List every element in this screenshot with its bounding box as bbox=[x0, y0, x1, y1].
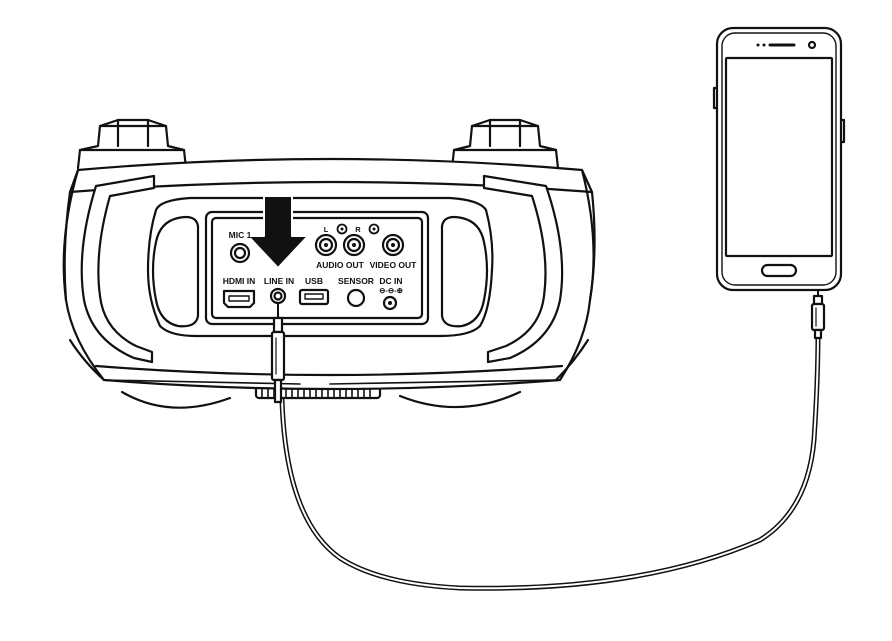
mic1-jack bbox=[229, 242, 251, 264]
label-line-in: LINE IN bbox=[264, 276, 294, 286]
right-foot bbox=[398, 390, 522, 409]
label-audio-out: AUDIO OUT bbox=[316, 260, 365, 270]
down-arrow-icon bbox=[247, 195, 309, 269]
video-out-jack bbox=[381, 233, 405, 257]
speaker-device bbox=[62, 118, 596, 409]
label-video-out: VIDEO OUT bbox=[370, 260, 418, 270]
label-hdmi-in: HDMI IN bbox=[223, 276, 256, 286]
left-knob bbox=[76, 118, 188, 170]
label-usb: USB bbox=[305, 276, 323, 286]
right-oval bbox=[440, 215, 489, 328]
aux-cable bbox=[270, 289, 826, 591]
label-dc-in: DC IN bbox=[379, 276, 402, 286]
right-side-bracket bbox=[482, 174, 564, 364]
label-sensor: SENSOR bbox=[338, 276, 374, 286]
left-side-bracket bbox=[80, 174, 156, 364]
left-oval bbox=[151, 215, 200, 328]
port-labels: MIC 1 L R AUDIO OUT VIDEO OUT HDMI IN LI… bbox=[223, 225, 417, 295]
label-mic1: MIC 1 bbox=[229, 230, 252, 240]
audio-out-right-jack bbox=[342, 233, 366, 257]
label-audio-right: R bbox=[355, 225, 361, 234]
left-foot bbox=[120, 390, 232, 409]
label-dc-polarity: ⊖-⊖-⊕ bbox=[379, 286, 404, 295]
usb-port bbox=[298, 288, 330, 306]
label-audio-left: L bbox=[324, 225, 329, 234]
dc-in-jack bbox=[382, 295, 398, 311]
sensor bbox=[346, 288, 366, 308]
inner-panel bbox=[146, 196, 494, 338]
smartphone-icon bbox=[712, 26, 846, 292]
right-knob bbox=[450, 118, 560, 170]
audio-out-left-jack bbox=[314, 233, 338, 257]
hdmi-port bbox=[222, 289, 256, 309]
